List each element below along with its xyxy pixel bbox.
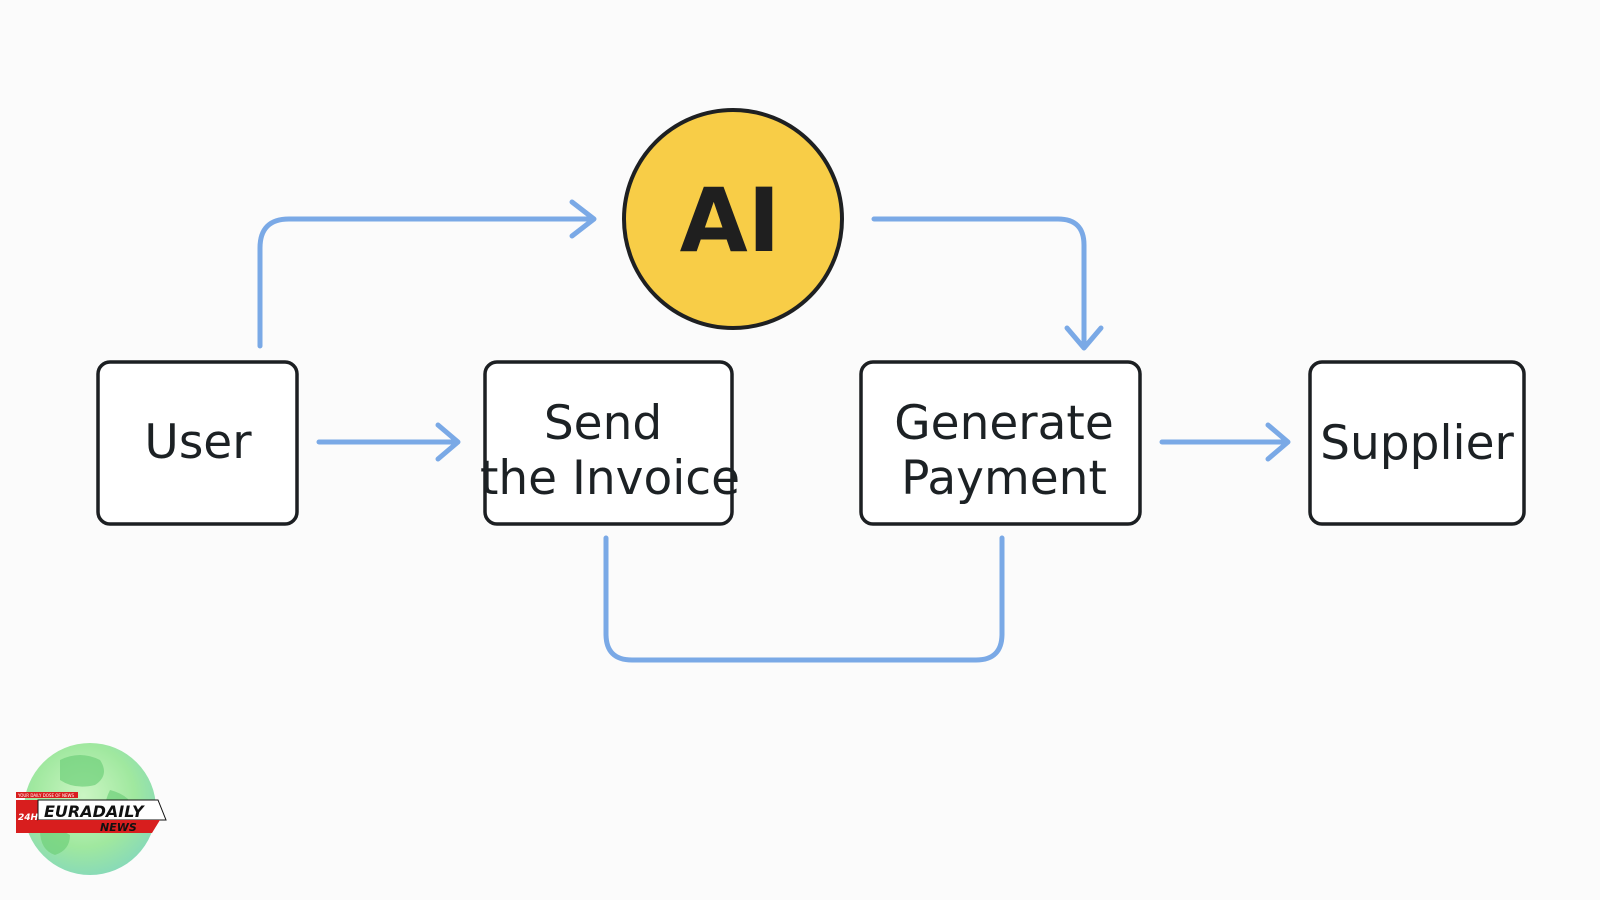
node-send-invoice-line2: the Invoice xyxy=(480,451,740,506)
node-generate-payment: Generate Payment xyxy=(859,360,1142,526)
node-send-invoice-line1: Send xyxy=(544,396,662,451)
node-user: User xyxy=(96,360,299,526)
arrow-user-to-ai xyxy=(257,216,595,349)
node-user-box xyxy=(96,360,299,526)
logo-tagline-bar xyxy=(16,792,78,798)
node-generate-payment-line1: Generate xyxy=(894,396,1114,451)
node-user-label: User xyxy=(144,415,252,470)
logo-name-bar xyxy=(37,799,167,821)
connector-invoice-payment-loop xyxy=(603,535,1005,663)
node-supplier: Supplier xyxy=(1308,360,1526,526)
logo-globe-land xyxy=(40,755,135,855)
arrowhead-user-to-ai xyxy=(569,199,597,239)
arrowhead-generate-payment-to-supplier xyxy=(1265,422,1291,462)
logo-name: EURADAILY xyxy=(44,802,145,821)
logo-sub: NEWS xyxy=(100,821,137,834)
node-supplier-box xyxy=(1308,360,1526,526)
node-generate-payment-box xyxy=(859,360,1142,526)
logo-tagline: YOUR DAILY DOSE OF NEWS xyxy=(17,793,74,798)
logo-badge-text: 24H xyxy=(18,813,39,823)
node-send-invoice-box xyxy=(483,360,734,526)
node-generate-payment-line2: Payment xyxy=(901,451,1107,506)
ai-circle xyxy=(622,108,844,330)
arrow-ai-to-generate-payment xyxy=(871,216,1087,349)
node-supplier-label: Supplier xyxy=(1320,416,1514,471)
ai-label: AI xyxy=(680,169,781,272)
ai-node: AI xyxy=(622,108,844,330)
arrowhead-ai-to-generate-payment xyxy=(1064,325,1104,351)
logo-badge xyxy=(16,800,38,833)
euradaily-logo: YOUR DAILY DOSE OF NEWS 24H EURADAILY NE… xyxy=(16,743,167,875)
logo-sub-bar xyxy=(38,820,160,833)
connectors xyxy=(257,199,1291,663)
arrowhead-user-to-send-invoice xyxy=(435,422,461,462)
node-send-invoice: Send the Invoice xyxy=(480,360,740,526)
